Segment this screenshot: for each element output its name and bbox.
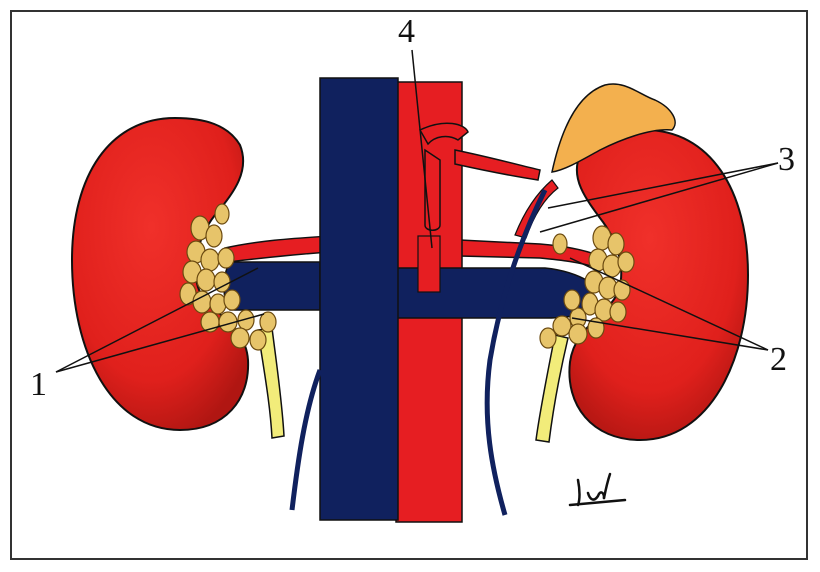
artist-signature: [570, 474, 625, 505]
label-1: 1: [30, 366, 47, 403]
left-gonadal-vein: [292, 370, 320, 510]
label-2: 2: [770, 341, 787, 378]
celiac-branch: [455, 150, 540, 180]
right-ureter: [536, 335, 568, 442]
right-gonadal-vein: [487, 190, 545, 515]
renal-artery-stub: [418, 236, 440, 292]
inferior-vena-cava: [320, 78, 398, 520]
label-3: 3: [778, 141, 795, 178]
gonadal-artery: [425, 150, 440, 230]
right-renal-artery: [460, 240, 600, 268]
label-4: 4: [398, 13, 415, 50]
